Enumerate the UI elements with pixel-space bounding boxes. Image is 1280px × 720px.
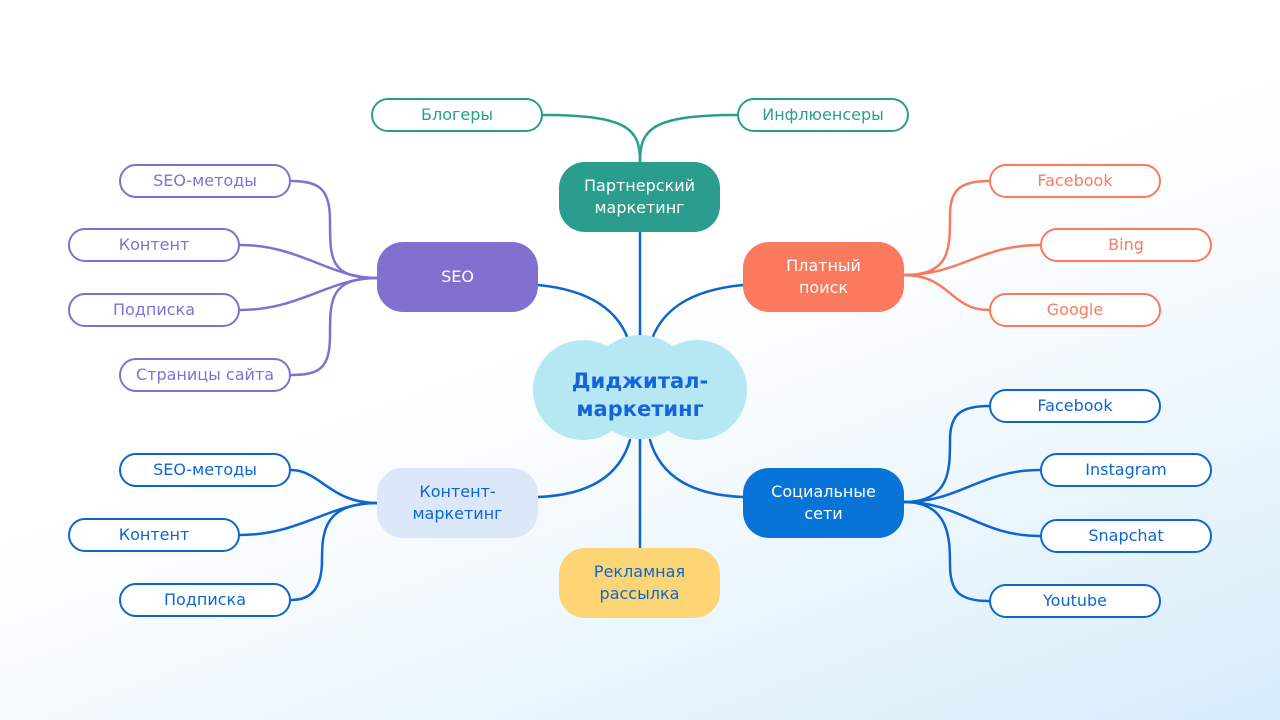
leaf-label: Instagram <box>1085 460 1167 479</box>
leaf-label: Контент <box>118 235 190 254</box>
leaf-cm-subscription[interactable]: Подписка <box>119 583 291 617</box>
leaf-label: Подписка <box>163 590 246 609</box>
leaf-label: Контент <box>118 525 190 544</box>
branch-social-networks[interactable]: Социальные сети <box>743 468 904 538</box>
leaf-subscription[interactable]: Подписка <box>68 293 240 327</box>
leaf-paid-facebook[interactable]: Facebook <box>989 164 1161 198</box>
leaf-label: Блогеры <box>420 105 494 124</box>
link-partner-influencers <box>638 113 739 164</box>
link-partner-bloggers <box>541 113 642 164</box>
leaf-label: Facebook <box>1037 171 1113 190</box>
link-paid-facebook <box>902 179 991 277</box>
leaf-influencers[interactable]: Инфлюенсеры <box>737 98 909 132</box>
branch-label: Социальные сети <box>771 482 876 523</box>
leaf-label: SEO-методы <box>153 460 257 479</box>
leaf-label: Youtube <box>1043 591 1107 610</box>
leaf-label: Инфлюенсеры <box>762 105 884 124</box>
branch-label: Рекламная рассылка <box>593 562 686 603</box>
branch-seo[interactable]: SEO <box>377 242 538 312</box>
branch-partner-marketing[interactable]: Партнерский маркетинг <box>559 162 720 232</box>
leaf-social-snapchat[interactable]: Snapchat <box>1040 519 1212 553</box>
leaf-label: Подписка <box>112 300 195 319</box>
link-seo-methods <box>289 179 379 280</box>
leaf-label: Страницы сайта <box>135 365 275 384</box>
link-center-seo <box>536 283 632 347</box>
leaf-social-instagram[interactable]: Instagram <box>1040 453 1212 487</box>
leaf-paid-google[interactable]: Google <box>989 293 1161 327</box>
link-social-snapchat <box>902 500 1042 538</box>
leaf-content[interactable]: Контент <box>68 228 240 262</box>
link-center-paid-search <box>648 283 745 347</box>
leaf-cm-seo-methods[interactable]: SEO-методы <box>119 453 291 487</box>
leaf-label: Snapchat <box>1088 526 1164 545</box>
link-cm-content <box>238 501 379 537</box>
link-social-instagram <box>902 468 1042 504</box>
link-seo-site-pages <box>289 276 379 377</box>
link-center-content-marketing <box>536 438 632 499</box>
branch-label: Партнерский маркетинг <box>583 176 696 217</box>
link-social-youtube <box>902 500 991 603</box>
leaf-label: Facebook <box>1037 396 1113 415</box>
leaf-site-pages[interactable]: Страницы сайта <box>119 358 291 392</box>
branch-content-marketing[interactable]: Контент- маркетинг <box>377 468 538 538</box>
link-social-facebook <box>902 404 991 504</box>
leaf-cm-content[interactable]: Контент <box>68 518 240 552</box>
link-seo-subscription <box>238 276 379 312</box>
link-seo-content <box>238 243 379 280</box>
leaf-label: Google <box>1046 300 1104 319</box>
branch-label: Платный поиск <box>786 256 861 297</box>
leaf-paid-bing[interactable]: Bing <box>1040 228 1212 262</box>
link-center-social <box>648 438 745 499</box>
link-cm-seo-methods <box>289 468 379 505</box>
branch-email-newsletter[interactable]: Рекламная рассылка <box>559 548 720 618</box>
leaf-seo-methods[interactable]: SEO-методы <box>119 164 291 198</box>
leaf-social-youtube[interactable]: Youtube <box>989 584 1161 618</box>
link-paid-google <box>902 273 991 312</box>
branch-paid-search[interactable]: Платный поиск <box>743 242 904 312</box>
branch-label: SEO <box>441 267 474 286</box>
branch-label: Контент- маркетинг <box>412 482 503 523</box>
leaf-bloggers[interactable]: Блогеры <box>371 98 543 132</box>
link-cm-subscription <box>289 501 379 602</box>
leaf-label: SEO-методы <box>153 171 257 190</box>
link-paid-bing <box>902 243 1042 277</box>
leaf-label: Bing <box>1108 235 1144 254</box>
center-topic[interactable]: Диджитал- маркетинг <box>571 369 709 421</box>
leaf-social-facebook[interactable]: Facebook <box>989 389 1161 423</box>
center-cloud-shape <box>533 335 747 440</box>
